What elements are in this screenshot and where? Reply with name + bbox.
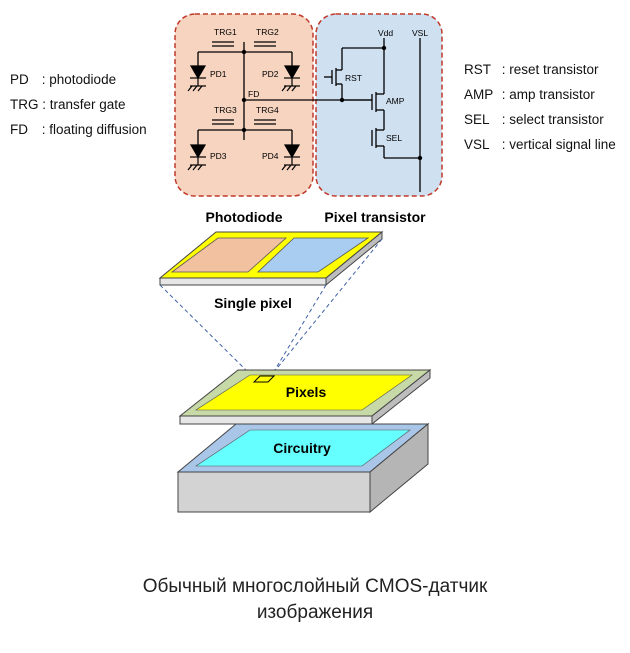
circuitry-label: Circuitry — [273, 440, 331, 456]
legend-key: RST — [464, 62, 491, 77]
legend-desc: transfer gate — [49, 97, 126, 112]
pd-symbols — [187, 65, 301, 171]
circuitry-layer — [176, 422, 430, 514]
legend-sep: : — [38, 97, 50, 112]
legend-key: SEL — [464, 112, 490, 127]
figure-caption: Обычный многослойный CMOS-датчик изображ… — [0, 574, 630, 626]
legend-sep: : — [498, 137, 510, 152]
pd3-symbol — [187, 144, 207, 171]
photodiode-title: Photodiode — [206, 209, 283, 225]
legend-sep: : — [498, 112, 510, 127]
projection-lines — [159, 238, 383, 379]
legend-key: VSL — [464, 137, 490, 152]
fd-label: FD — [248, 89, 259, 99]
legend-item-sel: SEL : select transistor — [464, 112, 616, 137]
pd2-label: PD2 — [262, 69, 279, 79]
legend-right: RST : reset transistor AMP : amp transis… — [464, 62, 616, 162]
caption-line-2: изображения — [256, 602, 374, 623]
pd-block — [170, 237, 288, 273]
vdd-label: Vdd — [378, 28, 393, 38]
legend-desc: select transistor — [509, 112, 604, 127]
rst-label: RST — [345, 73, 362, 83]
legend-key: PD — [10, 72, 29, 87]
pixels-label: Pixels — [286, 384, 327, 400]
selected-pixel-marker — [252, 375, 276, 383]
pd1-symbol — [187, 65, 207, 92]
pd1-label: PD1 — [210, 69, 227, 79]
legend-item-vsl: VSL : vertical signal line — [464, 137, 616, 162]
vsl-label: VSL — [412, 28, 428, 38]
legend-item-pd: PD : photodiode — [10, 72, 147, 97]
pd3-label: PD3 — [210, 151, 227, 161]
transistor-region — [315, 13, 443, 197]
single-pixel-label: Single pixel — [214, 295, 292, 311]
legend-key: TRG — [10, 97, 39, 112]
legend-sep: : — [498, 87, 510, 102]
legend-desc: photodiode — [49, 72, 117, 87]
legend-desc: vertical signal line — [509, 137, 616, 152]
legend-sep: : — [38, 122, 50, 137]
trg3-label: TRG3 — [214, 105, 237, 115]
legend-key: FD — [10, 122, 28, 137]
sel-label: SEL — [386, 133, 402, 143]
legend-key: AMP — [464, 87, 494, 102]
pd2-symbol — [281, 65, 301, 92]
pixels-layer — [178, 368, 432, 426]
transistor-dots — [241, 45, 423, 161]
legend-sep: : — [498, 62, 510, 77]
legend-desc: amp transistor — [509, 87, 595, 102]
pixel-transistor-title: Pixel transistor — [324, 209, 426, 225]
circuitry-cyan-area — [195, 429, 411, 467]
trg1-label: TRG1 — [214, 27, 237, 37]
legend-desc: floating diffusion — [49, 122, 147, 137]
legend-left: PD : photodiode TRG : transfer gate FD :… — [10, 72, 147, 147]
pd4-symbol — [281, 144, 301, 171]
legend-item-rst: RST : reset transistor — [464, 62, 616, 87]
caption-line-1: Обычный многослойный CMOS-датчик — [142, 576, 488, 597]
legend-item-trg: TRG : transfer gate — [10, 97, 147, 122]
amp-label: AMP — [386, 96, 405, 106]
legend-sep: : — [38, 72, 50, 87]
legend-item-amp: AMP : amp transistor — [464, 87, 616, 112]
trg4-label: TRG4 — [256, 105, 279, 115]
single-pixel-plate — [158, 230, 384, 287]
pixels-yellow-area — [194, 374, 413, 411]
legend-desc: reset transistor — [509, 62, 599, 77]
transistor-block — [256, 237, 370, 273]
legend-item-fd: FD : floating diffusion — [10, 122, 147, 147]
pd4-label: PD4 — [262, 151, 279, 161]
trg2-label: TRG2 — [256, 27, 279, 37]
transistor-circuit — [324, 38, 421, 192]
